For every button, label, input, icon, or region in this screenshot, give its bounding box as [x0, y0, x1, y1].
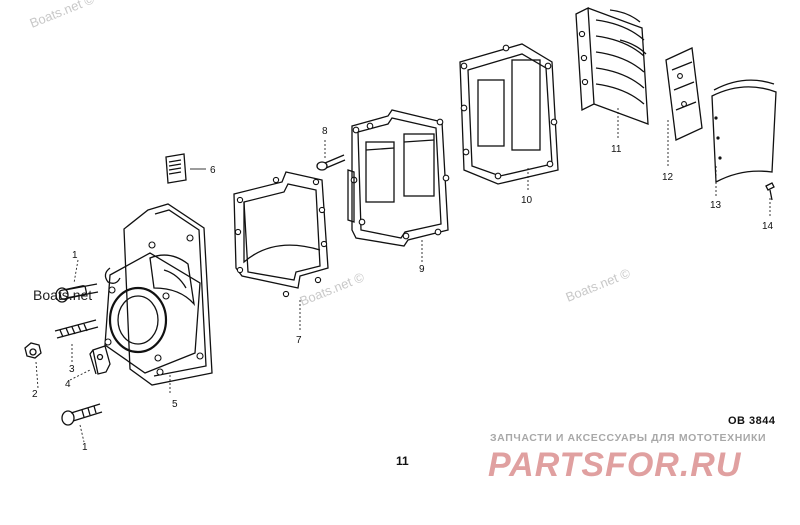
part-10-gasket — [459, 43, 559, 185]
callout-9: 9 — [419, 264, 425, 275]
callout-1-top: 1 — [72, 250, 78, 261]
watermark-right: Boats.net © — [564, 265, 633, 305]
leader-1-bottom — [79, 424, 85, 443]
part-12-reed-stop — [665, 47, 703, 141]
callout-14: 14 — [762, 221, 774, 232]
part-14-screw — [765, 182, 775, 201]
part-1-bolt-lower — [61, 403, 103, 426]
part-13-reed-petal — [711, 79, 777, 184]
part-11-reed-cage — [575, 6, 649, 125]
leader-1-top — [73, 259, 79, 284]
callout-5: 5 — [172, 399, 178, 410]
part-4-bracket — [89, 345, 111, 375]
part-3-stud — [54, 319, 99, 339]
callout-7: 7 — [296, 335, 302, 346]
callout-3: 3 — [69, 364, 75, 375]
callout-12: 12 — [662, 172, 674, 183]
part-6-plate — [165, 153, 187, 184]
page-number: 11 — [396, 454, 409, 468]
watermark-center: Boats.net © — [298, 269, 367, 309]
callout-11: 11 — [611, 144, 622, 155]
part-1-bolt-upper — [55, 283, 99, 303]
callout-4: 4 — [65, 379, 71, 390]
brand-tagline: ЗАПЧАСТИ И АКСЕССУАРЫ ДЛЯ МОТОТЕХНИКИ — [490, 432, 766, 444]
callout-1-bottom: 1 — [82, 442, 88, 453]
brand-logo: PARTSFOR.RU — [488, 446, 742, 484]
callout-8: 8 — [322, 126, 328, 137]
callout-2: 2 — [32, 389, 38, 400]
watermark-left: Boats.net — [33, 287, 92, 303]
callout-10: 10 — [521, 195, 533, 206]
callout-6: 6 — [210, 165, 216, 176]
part-2-nut — [24, 342, 42, 359]
watermark-top: Boats.net © — [28, 0, 97, 31]
part-7-gasket — [233, 171, 329, 298]
part-8-screw — [316, 154, 346, 171]
reference-code: OB 3844 — [728, 415, 776, 427]
part-9-reed-plate — [347, 109, 450, 247]
part-5-adapter-body — [104, 203, 213, 386]
leader-2 — [35, 361, 39, 389]
callout-13: 13 — [710, 200, 722, 211]
